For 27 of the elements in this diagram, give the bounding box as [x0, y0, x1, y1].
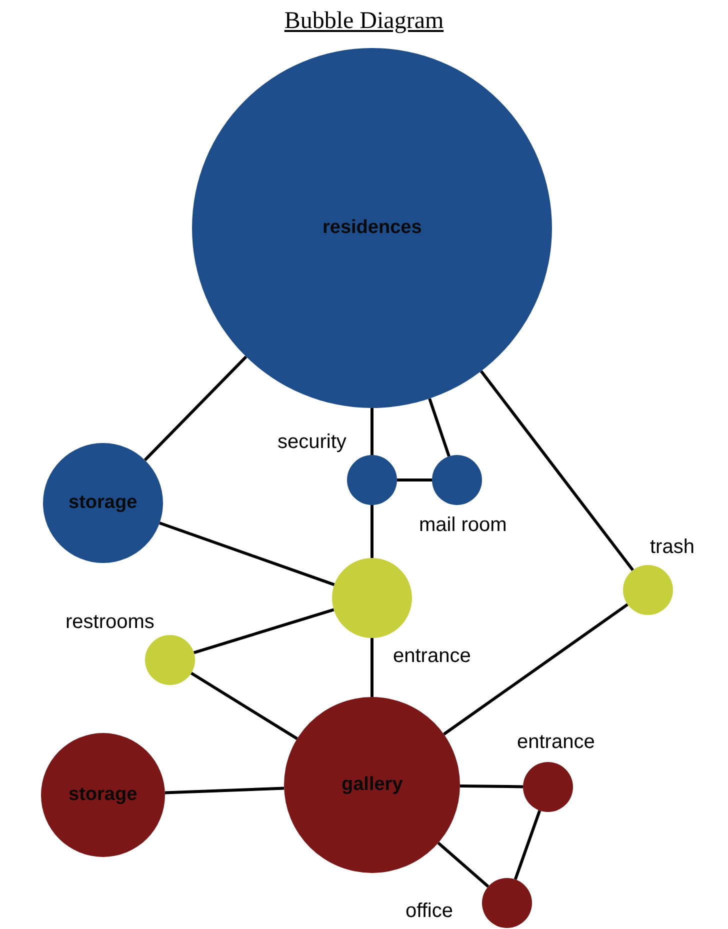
connector-line — [370, 638, 374, 697]
room-label: security — [278, 430, 346, 454]
room-label: mail room — [419, 514, 507, 536]
room-label: entrance — [517, 730, 595, 754]
connector-line — [428, 398, 450, 457]
room-label: trash — [650, 536, 694, 558]
room-label: entrance — [393, 644, 471, 668]
room-label: storage — [68, 492, 138, 514]
connector-line — [164, 786, 284, 794]
connector-line — [190, 672, 298, 740]
connector-line — [437, 842, 490, 888]
connector-line — [443, 603, 628, 736]
room-label: restrooms — [66, 610, 154, 634]
room-label: storage — [68, 784, 138, 806]
connector-line — [370, 408, 374, 455]
connector-line — [144, 356, 248, 462]
room-label: residences — [322, 217, 422, 239]
connector-line — [370, 505, 374, 558]
connector-line — [514, 810, 542, 880]
connector-line — [193, 608, 334, 654]
diagram-title: Bubble Diagram — [284, 8, 444, 34]
connector-line — [397, 478, 432, 482]
connector-line — [159, 522, 335, 586]
room-label: gallery — [342, 774, 403, 796]
room-label: office — [406, 900, 453, 922]
connector-line — [460, 784, 524, 788]
connector-line — [480, 370, 634, 572]
